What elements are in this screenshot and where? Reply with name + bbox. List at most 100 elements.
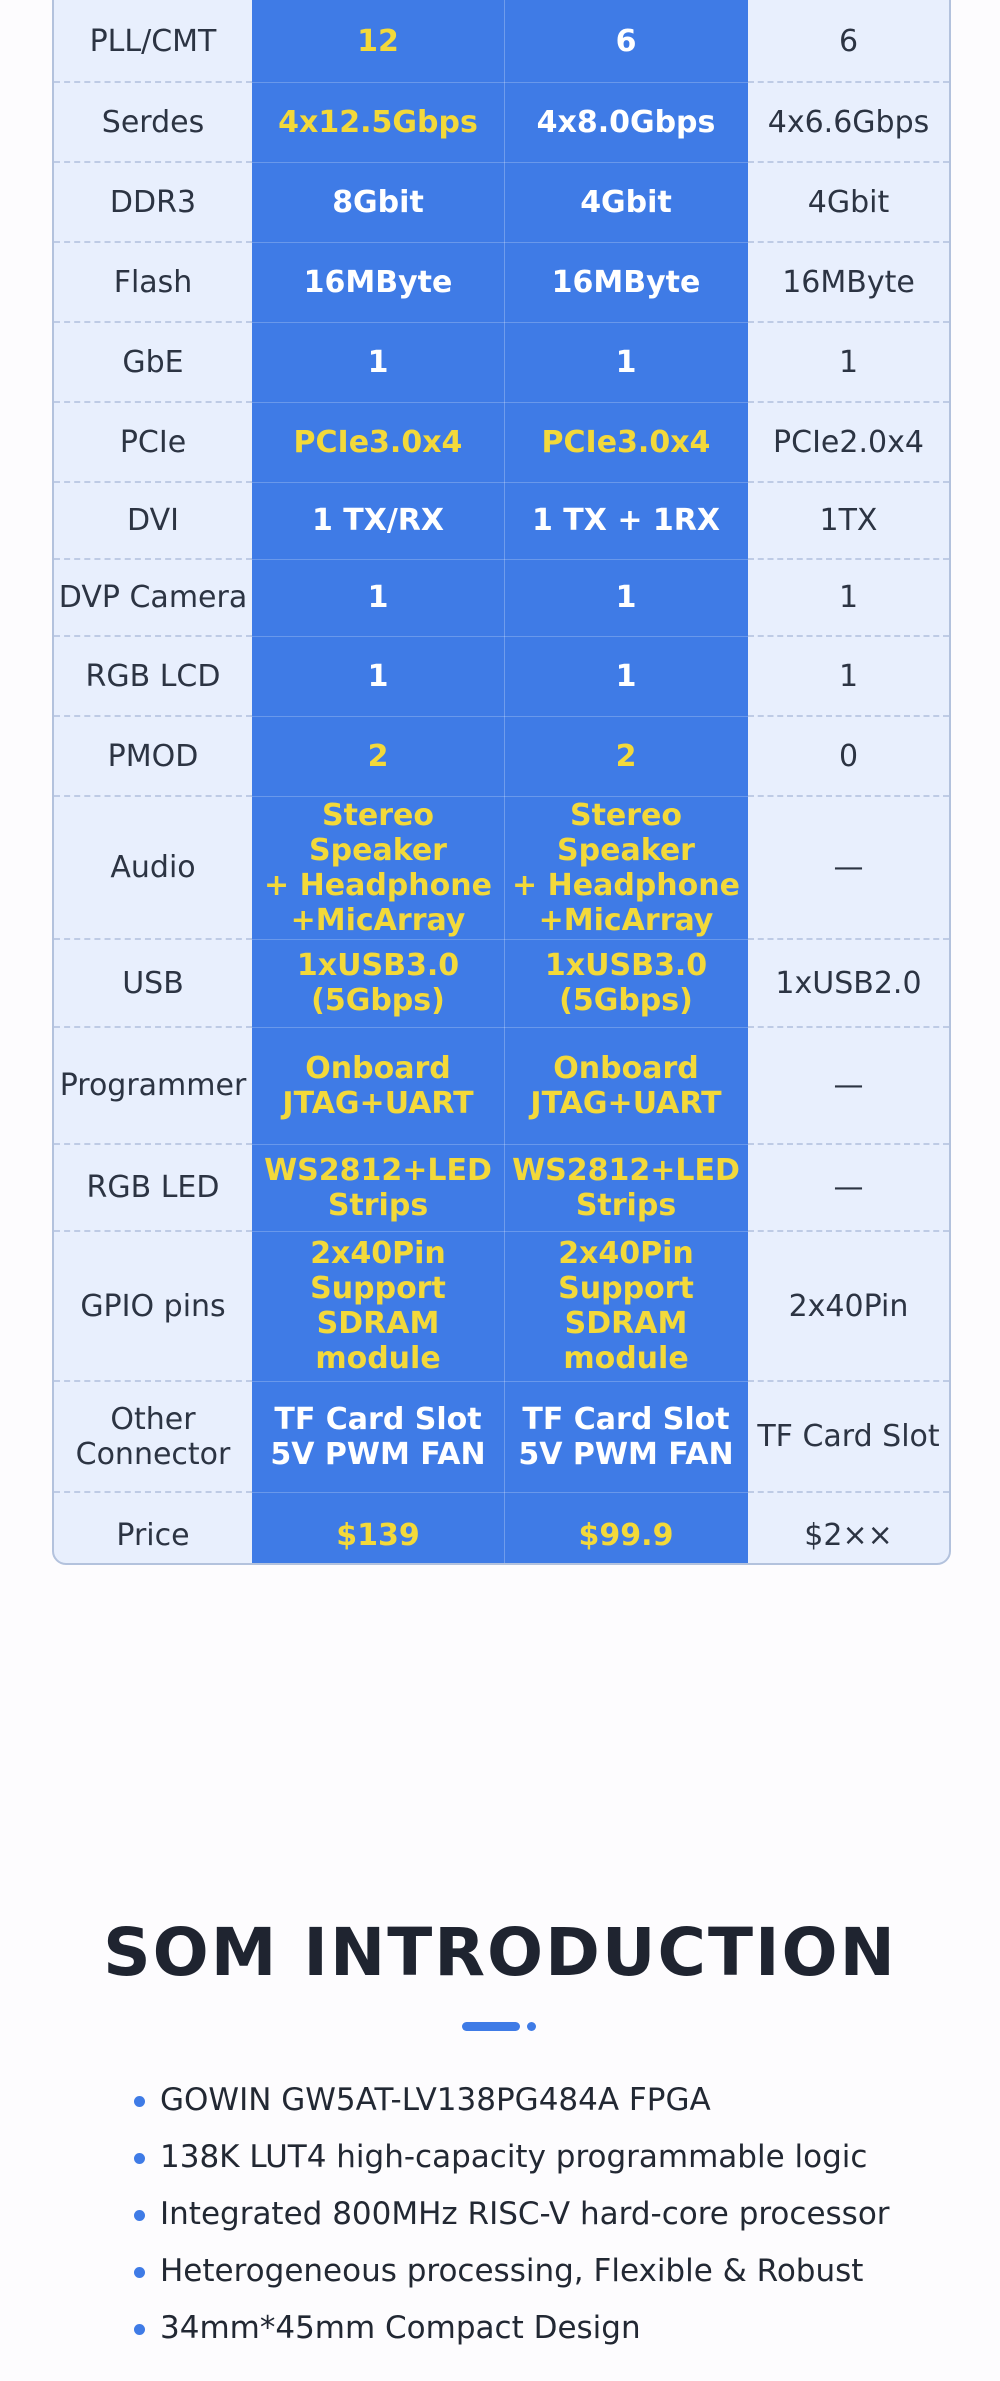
spec-value-col1: 1 TX/RX (252, 482, 504, 560)
spec-value-col2: 4Gbit (504, 162, 748, 243)
spec-label: PLL/CMT (54, 2, 252, 83)
intro-item-text: Heterogeneous processing, Flexible & Rob… (160, 2253, 864, 2289)
spec-value-col3: PCIe2.0x4 (748, 402, 949, 483)
spec-value-col3: 0 (748, 716, 949, 797)
intro-item: 34mm*45mm Compact Design (134, 2300, 954, 2357)
spec-value-col3: 1TX (748, 482, 949, 560)
intro-item: Integrated 800MHz RISC-V hard-core proce… (134, 2186, 954, 2243)
spec-value-col1: 1 (252, 322, 504, 403)
spec-value-col1: Stereo Speaker+ Headphone+MicArray (252, 796, 504, 940)
intro-item: GOWIN GW5AT-LV138PG484A FPGA (134, 2072, 954, 2129)
spec-value-col3: — (748, 1027, 949, 1145)
spec-value-col2: 4x8.0Gbps (504, 82, 748, 163)
spec-label: GbE (54, 322, 252, 403)
spec-value-col3: 4x6.6Gbps (748, 82, 949, 163)
spec-value-col1: 16MByte (252, 242, 504, 323)
spec-value-col1: 1 (252, 636, 504, 717)
spec-label: GPIO pins (54, 1231, 252, 1382)
bullet-icon (134, 2096, 145, 2107)
spec-label: Audio (54, 796, 252, 940)
spec-value-col3: 1 (748, 322, 949, 403)
title-underline-dot (527, 2022, 536, 2031)
spec-label: USB (54, 939, 252, 1028)
intro-item-text: 138K LUT4 high-capacity programmable log… (160, 2139, 868, 2175)
spec-value-col3: 1xUSB2.0 (748, 939, 949, 1028)
section-title: SOM INTRODUCTION (103, 1914, 897, 1991)
spec-value-col2: 1 TX + 1RX (504, 482, 748, 560)
spec-value-col2: Stereo Speaker+ Headphone+MicArray (504, 796, 748, 940)
spec-label: Programmer (54, 1027, 252, 1145)
spec-value-col3: 6 (748, 2, 949, 83)
bullet-icon (134, 2267, 145, 2278)
spec-value-col3: — (748, 1144, 949, 1232)
spec-value-col3: $2×× (804, 1518, 893, 1553)
spec-label: Price (116, 1518, 190, 1553)
bullet-icon (134, 2324, 145, 2335)
spec-value-col2: 2 (504, 716, 748, 797)
spec-value-col3: TF Card Slot (748, 1381, 949, 1493)
spec-value-col1: 12 (252, 2, 504, 83)
spec-label: DVP Camera (54, 559, 252, 637)
intro-item: 138K LUT4 high-capacity programmable log… (134, 2129, 954, 2186)
spec-label: PCIe (54, 402, 252, 483)
spec-label: DDR3 (54, 162, 252, 243)
spec-value-col3: — (748, 796, 949, 940)
spec-value-col2: PCIe3.0x4 (504, 402, 748, 483)
spec-label: Serdes (54, 82, 252, 163)
spec-value-col1: 1 (252, 559, 504, 637)
spec-value-col3: 1 (748, 636, 949, 717)
intro-item-text: GOWIN GW5AT-LV138PG484A FPGA (160, 2082, 711, 2118)
spec-label: Flash (54, 242, 252, 323)
spec-value-col1: 8Gbit (252, 162, 504, 243)
spec-value-col3: 16MByte (748, 242, 949, 323)
spec-value-col1: 1xUSB3.0(5Gbps) (252, 939, 504, 1028)
title-underline-bar (462, 2022, 520, 2031)
spec-value-col3: 2x40Pin (748, 1231, 949, 1382)
spec-value-col2: 1 (504, 322, 748, 403)
spec-label: RGB LCD (54, 636, 252, 717)
spec-label: PMOD (54, 716, 252, 797)
bullet-icon (134, 2153, 145, 2164)
spec-row: Price$139$99.9$2×× (54, 1492, 949, 1563)
intro-item-text: 34mm*45mm Compact Design (160, 2310, 641, 2346)
spec-value-col2: $99.9 (578, 1517, 674, 1553)
spec-value-col3: 1 (748, 559, 949, 637)
intro-feature-list: GOWIN GW5AT-LV138PG484A FPGA 138K LUT4 h… (134, 2072, 954, 2357)
spec-value-col2: 16MByte (504, 242, 748, 323)
spec-value-col2: 1xUSB3.0(5Gbps) (504, 939, 748, 1028)
spec-value-col1: PCIe3.0x4 (252, 402, 504, 483)
spec-value-col2: 6 (504, 2, 748, 83)
spec-value-col2: 1 (504, 559, 748, 637)
spec-value-col1: 4x12.5Gbps (252, 82, 504, 163)
spec-label: RGB LED (54, 1144, 252, 1232)
spec-value-col3: 4Gbit (748, 162, 949, 243)
bullet-icon (134, 2210, 145, 2221)
intro-item-text: Integrated 800MHz RISC-V hard-core proce… (160, 2196, 890, 2232)
